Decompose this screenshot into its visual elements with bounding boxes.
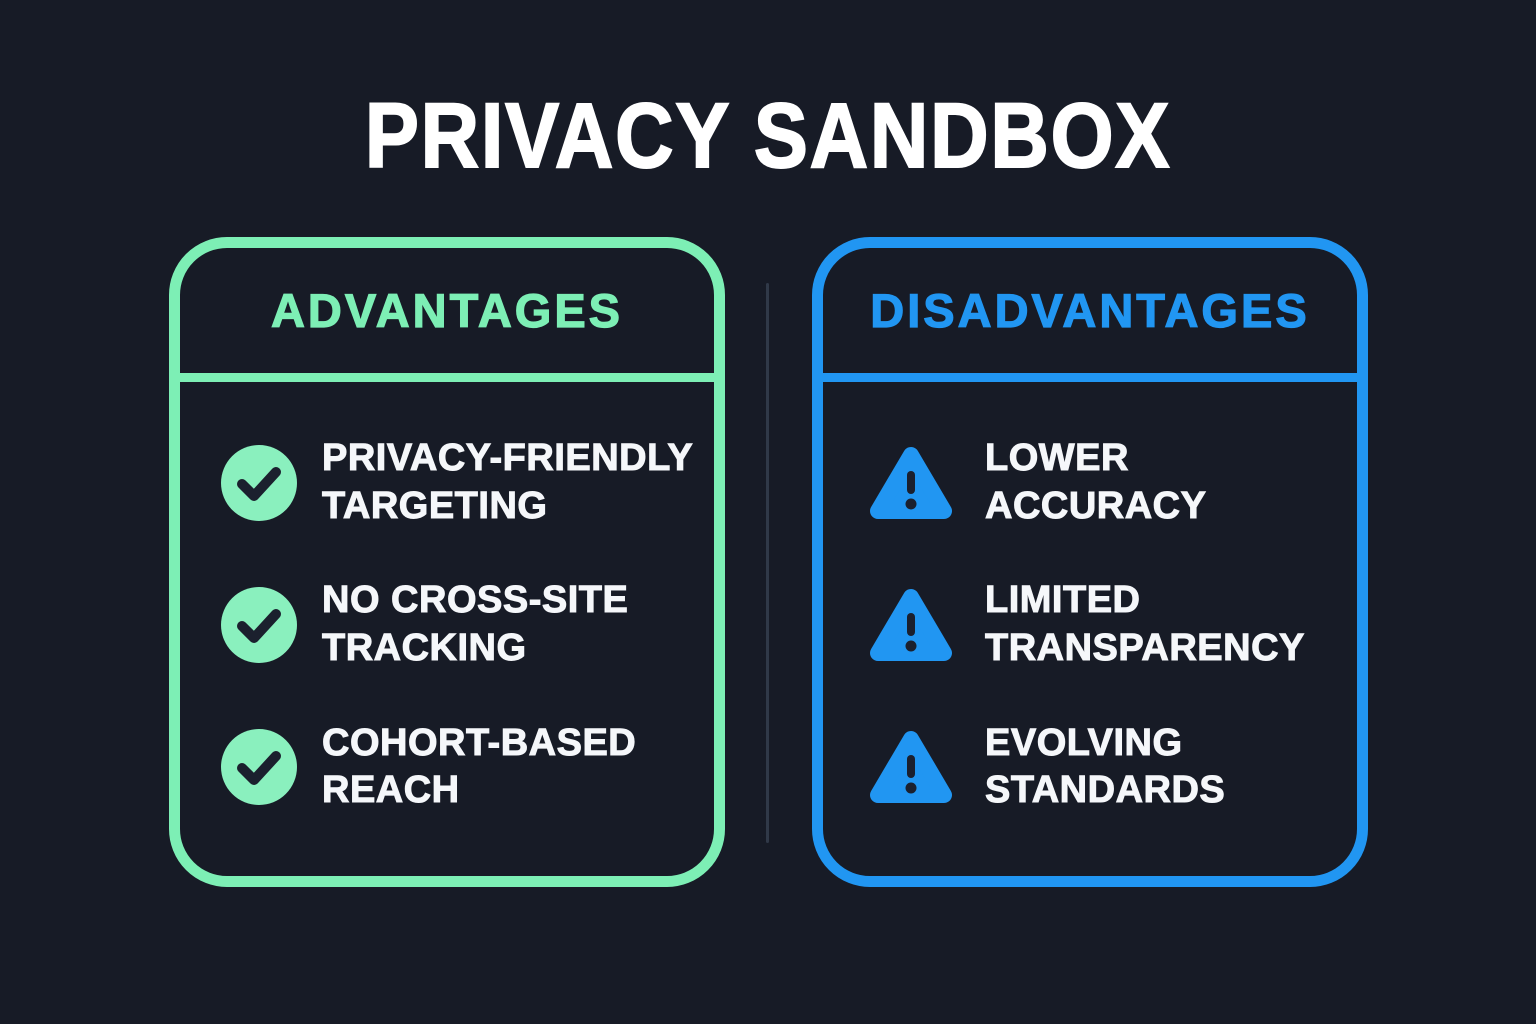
advantages-title: ADVANTAGES bbox=[270, 283, 624, 337]
disadvantages-header: DISADVANTAGES bbox=[823, 248, 1357, 382]
advantages-list: PRIVACY-FRIENDLY TARGETING NO CROSS-SITE… bbox=[180, 382, 714, 876]
list-item-label: NO CROSS-SITE TRACKING bbox=[321, 577, 629, 673]
label-line-1: LIMITED bbox=[985, 579, 1141, 622]
list-item: EVOLVING STANDARDS bbox=[867, 720, 1333, 816]
label-line-2: TRACKING bbox=[321, 627, 527, 670]
label-line-1: NO CROSS-SITE bbox=[321, 579, 629, 622]
check-circle-icon bbox=[220, 444, 298, 522]
warning-triangle-icon bbox=[867, 586, 955, 664]
label-line-2: TRANSPARENCY bbox=[985, 627, 1305, 670]
list-item: PRIVACY-FRIENDLY TARGETING bbox=[220, 435, 694, 531]
list-item: COHORT-BASED REACH bbox=[220, 720, 690, 816]
label-line-1: COHORT-BASED bbox=[321, 721, 637, 764]
label-line-2: TARGETING bbox=[321, 484, 548, 527]
list-item: LOWER ACCURACY bbox=[867, 435, 1333, 531]
label-line-1: EVOLVING bbox=[984, 721, 1183, 764]
check-circle-icon bbox=[220, 728, 298, 806]
label-line-1: PRIVACY-FRIENDLY bbox=[321, 436, 694, 479]
warning-triangle-icon bbox=[867, 728, 955, 806]
check-circle-icon bbox=[220, 586, 298, 664]
label-line-1: LOWER bbox=[984, 436, 1129, 479]
disadvantages-title: DISADVANTAGES bbox=[870, 283, 1310, 337]
advantages-card: ADVANTAGES PRIVACY-FRIENDLY TARGETING bbox=[169, 237, 725, 887]
column-divider bbox=[766, 283, 769, 843]
page-title: PRIVACY SANDBOX bbox=[364, 84, 1172, 188]
label-line-2: STANDARDS bbox=[984, 769, 1226, 812]
list-item-label: LOWER ACCURACY bbox=[984, 435, 1207, 531]
disadvantages-list: LOWER ACCURACY LIMITED TRANSPARENCY bbox=[823, 382, 1357, 876]
disadvantages-card: DISADVANTAGES LOWER ACCURACY bbox=[812, 237, 1368, 887]
list-item-label: COHORT-BASED REACH bbox=[321, 720, 637, 816]
list-item-label: LIMITED TRANSPARENCY bbox=[985, 577, 1305, 673]
list-item: NO CROSS-SITE TRACKING bbox=[220, 577, 690, 673]
list-item-label: EVOLVING STANDARDS bbox=[984, 720, 1226, 816]
label-line-2: ACCURACY bbox=[984, 484, 1207, 527]
list-item: LIMITED TRANSPARENCY bbox=[867, 577, 1333, 673]
label-line-2: REACH bbox=[321, 769, 460, 812]
warning-triangle-icon bbox=[867, 444, 955, 522]
list-item-label: PRIVACY-FRIENDLY TARGETING bbox=[321, 435, 694, 531]
advantages-header: ADVANTAGES bbox=[180, 248, 714, 382]
